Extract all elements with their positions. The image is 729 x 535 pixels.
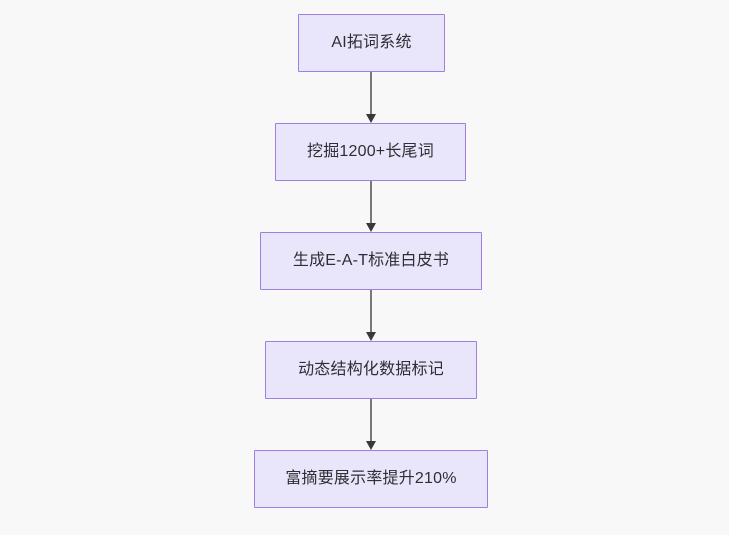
flow-node-n2[interactable]: 挖掘1200+长尾词 <box>275 123 466 181</box>
edge-line <box>370 72 372 116</box>
edge-line <box>370 399 372 443</box>
arrowhead-icon <box>366 114 376 123</box>
flow-node-label: 动态结构化数据标记 <box>298 361 444 379</box>
arrowhead-icon <box>366 223 376 232</box>
arrowhead-icon <box>366 441 376 450</box>
flow-node-label: AI拓词系统 <box>331 34 412 52</box>
edge-line <box>370 181 372 225</box>
arrowhead-icon <box>366 332 376 341</box>
flow-node-n5[interactable]: 富摘要展示率提升210% <box>254 450 488 508</box>
flow-node-n3[interactable]: 生成E-A-T标准白皮书 <box>260 232 482 290</box>
flow-node-label: 富摘要展示率提升210% <box>285 470 457 488</box>
flow-node-n1[interactable]: AI拓词系统 <box>298 14 445 72</box>
flow-node-label: 生成E-A-T标准白皮书 <box>292 252 450 270</box>
edge-line <box>370 290 372 334</box>
flow-node-n4[interactable]: 动态结构化数据标记 <box>265 341 477 399</box>
flow-node-label: 挖掘1200+长尾词 <box>307 143 434 161</box>
